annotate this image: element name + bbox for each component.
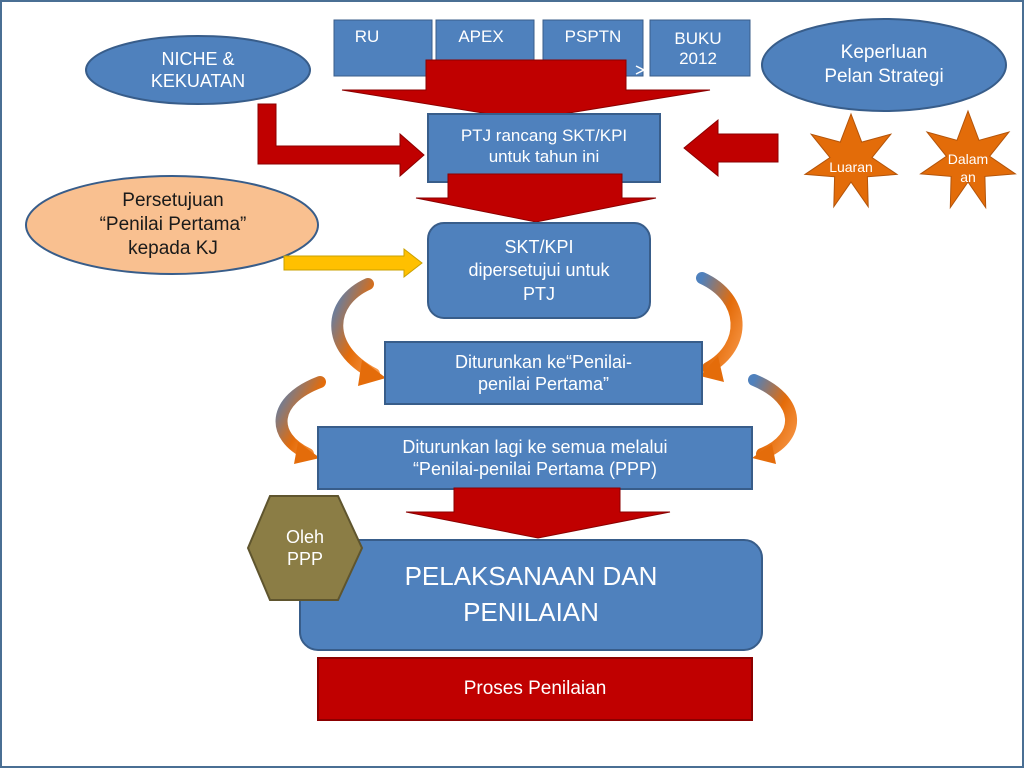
skt-box [427,222,651,319]
skt-label: SKT/KPI dipersetujui untuk PTJ [468,236,610,304]
source-box-ru [333,19,433,77]
diturunkan-1-box [384,341,703,405]
proses-label: Proses Penilaian [463,678,607,700]
source-label-ru: RU [354,27,380,47]
curved-arrow-lower-right [748,374,797,460]
chevron-icon [635,65,646,75]
persetujuan-ellipse [25,175,319,275]
oleh-ppp-label: Oleh PPP [285,526,325,570]
l-arrow-red [257,103,425,178]
curved-arrow-head-icon [358,360,386,386]
diturunkan-2-label: Diturunkan lagi ke semua melalui “Penila… [402,436,668,480]
ptj-rancang-box [427,113,661,183]
curved-arrow-head-icon [752,444,776,464]
persetujuan-label: Persetujuan “Penilai Pertama” kepada KJ [99,190,247,259]
source-label-apex: APEX [458,27,504,47]
curved-arrow-upper-right [696,272,743,374]
diturunkan-1-label: Diturunkan ke“Penilai- penilai Pertama” [454,351,633,395]
star-luaran-shape [803,112,899,209]
luaran-label: Luaran [829,159,873,176]
source-label-buku: BUKU 2012 [674,28,722,68]
keperluan-label: Keperluan Pelan Strategi [824,42,944,87]
ptj-rancang-label: PTJ rancang SKT/KPI untuk tahun ini [460,125,628,166]
oleh-ppp-hexagon [246,495,364,601]
down-arrow-red-top [341,59,711,121]
left-arrow-red [683,118,779,178]
source-label-psptn: PSPTN [564,27,622,47]
down-arrow-red-mid [415,173,657,223]
proses-box [317,657,753,721]
keperluan-ellipse [761,18,1007,112]
curved-arrow-upper-left [331,278,380,380]
curved-arrow-head-icon [700,356,724,382]
curved-arrow-lower-left [275,376,326,460]
source-box-buku [649,19,751,77]
niche-ellipse [85,35,311,105]
dalaman-label: Dalam an [947,150,989,185]
star-dalaman-shape [919,109,1017,210]
down-arrow-red-bottom [405,487,671,539]
pelaksanaan-label: PELAKSANAAN DAN PENILAIAN [404,560,658,627]
right-arrow-yellow [283,247,423,279]
curved-arrow-head-icon [294,442,320,464]
niche-label: NICHE & KEKUATAN [150,48,246,92]
